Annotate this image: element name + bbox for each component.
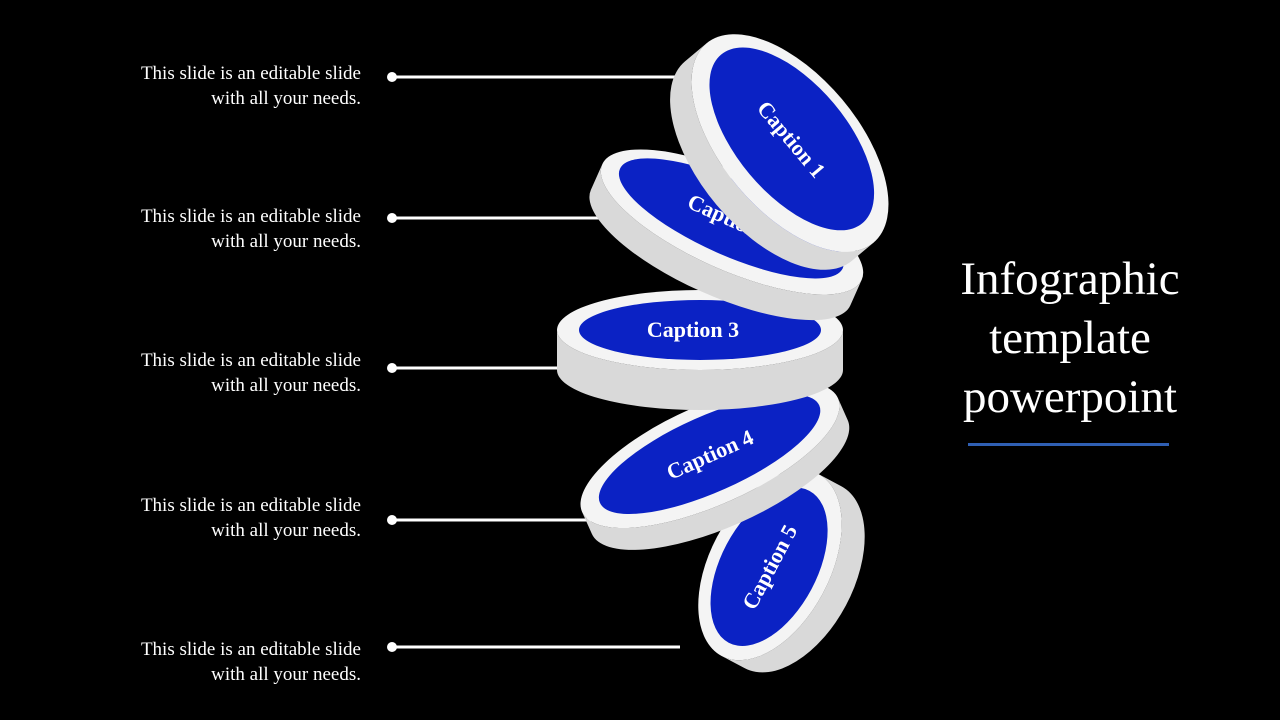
description-4-line-1: This slide is an editable slide xyxy=(140,495,361,516)
description-3: This slide is an editable slide with all… xyxy=(60,348,361,398)
connector-dot-5 xyxy=(387,642,397,652)
description-4-line-2: with all your needs. xyxy=(211,520,361,541)
connectors xyxy=(387,72,690,652)
disc-2-side xyxy=(589,164,862,321)
slide-title-line-2: template xyxy=(989,312,1151,364)
disc-1-side xyxy=(670,43,874,270)
disc-3-face xyxy=(579,300,821,360)
description-3-line-1: This slide is an editable slide xyxy=(140,350,361,371)
disc-3-caption: Caption 3 xyxy=(647,317,739,342)
description-5: This slide is an editable slide with all… xyxy=(60,637,361,687)
disc-1-face xyxy=(709,47,875,231)
description-3-line-2: with all your needs. xyxy=(211,375,361,396)
disc-1: Caption 1 xyxy=(670,34,889,270)
description-4: This slide is an editable slide with all… xyxy=(60,493,361,543)
description-1-line-1: This slide is an editable slide xyxy=(140,63,361,84)
disc-5-face xyxy=(710,487,828,646)
description-2-line-2: with all your needs. xyxy=(211,231,361,252)
connector-dot-4 xyxy=(387,515,397,525)
description-1: This slide is an editable slide with all… xyxy=(60,61,361,111)
disc-4-face xyxy=(598,394,821,514)
slide-title: Infographic template powerpoint xyxy=(920,250,1220,427)
description-2: This slide is an editable slide with all… xyxy=(60,204,361,254)
disc-4-side xyxy=(582,398,850,550)
slide-title-line-1: Infographic xyxy=(960,253,1180,305)
connector-dot-2 xyxy=(387,213,397,223)
description-5-line-2: with all your needs. xyxy=(211,664,361,685)
disc-4: Caption 4 xyxy=(580,382,850,550)
connector-dot-1 xyxy=(387,72,397,82)
slide-title-line-3: powerpoint xyxy=(962,371,1178,423)
description-1-line-2: with all your needs. xyxy=(211,88,361,109)
description-5-line-1: This slide is an editable slide xyxy=(140,639,361,660)
connector-dot-3 xyxy=(387,363,397,373)
description-2-line-1: This slide is an editable slide xyxy=(140,206,361,227)
title-underline xyxy=(968,443,1169,446)
disc-5-side xyxy=(721,474,865,673)
